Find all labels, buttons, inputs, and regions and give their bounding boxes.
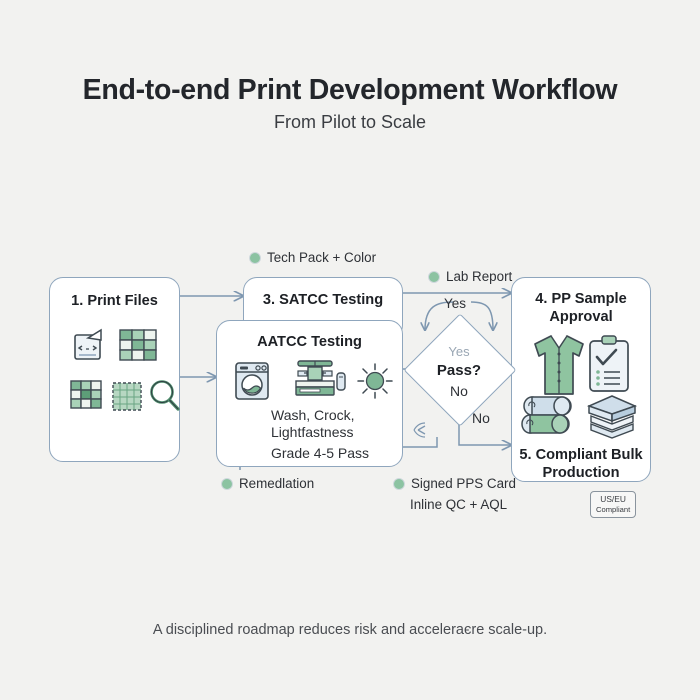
node-pp-sample-approval[interactable]: 4. PP Sample Approval	[511, 277, 651, 482]
decision-pass-inner-no: No	[450, 383, 468, 399]
note-remediation: Remedlation	[221, 476, 314, 491]
fabric-swatch-icon	[112, 382, 142, 411]
aatcc-detail-line-1: Wash, Crock,	[271, 407, 355, 423]
note-inline-qc: Inline QC + AQL	[410, 497, 508, 512]
status-badge-compliance: US/EU Compliant	[590, 491, 637, 518]
note-marker-icon	[221, 477, 233, 490]
note-marker-icon	[428, 270, 440, 283]
crockmeter-icon	[295, 360, 346, 396]
note-signed-pps-card: Signed PPS Card	[393, 476, 516, 491]
fabric-rolls-icon	[521, 396, 572, 434]
node-aatcc-testing[interactable]: AATCC Testing	[216, 320, 403, 467]
node-pp-sample-approval-label-2: Approval	[549, 309, 613, 325]
vector-file-icon	[74, 328, 102, 360]
edge-label-no: No	[472, 410, 490, 426]
note-marker-icon	[393, 477, 405, 490]
node-satcc-testing-label: 3. SATCC Testing	[262, 292, 384, 308]
badge-line-1: US/EU	[600, 494, 626, 504]
footer-caption: A disciplined roadmap reduces risk and a…	[152, 622, 548, 638]
magnifier-icon	[150, 380, 180, 411]
note-signed-pps-card-label: Signed PPS Card	[411, 476, 516, 491]
note-lab-report: Lab Report	[428, 269, 512, 284]
aatcc-detail-line-3: Grade 4-5 Pass	[271, 445, 370, 461]
note-lab-report-label: Lab Report	[446, 269, 513, 284]
washing-machine-icon	[235, 362, 269, 400]
open-box-icon	[586, 395, 638, 439]
node-compliant-bulk-production[interactable]: 5. Compliant Bulk Production	[511, 390, 651, 482]
note-tech-pack-label: Tech Pack + Color	[267, 250, 377, 265]
decision-pass-inner-yes: Yes	[448, 344, 470, 359]
color-grid-icon	[119, 329, 157, 361]
node-print-files-label: 1. Print Files	[71, 293, 158, 309]
decision-pass-label: Pass?	[436, 362, 482, 379]
node-aatcc-testing-label: AATCC Testing	[257, 334, 362, 350]
page-subtitle: From Pilot to Scale	[273, 112, 427, 132]
swatch-grid-icon	[70, 380, 102, 409]
polo-shirt-icon	[534, 335, 584, 395]
node-compliant-bulk-production-label-2: Production	[542, 465, 620, 481]
edge-label-yes: Yes	[444, 296, 467, 311]
note-tech-pack: Tech Pack + Color	[249, 250, 376, 265]
page-title: End-to-end Print Development Workflow	[82, 74, 618, 106]
clipboard-check-icon	[589, 335, 629, 392]
aatcc-detail-line-2: Lightfastness	[271, 424, 354, 440]
note-remediation-label: Remedlation	[239, 476, 315, 491]
node-pp-sample-approval-label-1: 4. PP Sample	[535, 291, 627, 307]
node-print-files[interactable]: 1. Print Files	[49, 277, 180, 462]
note-marker-icon	[249, 251, 261, 264]
sun-lightfastness-icon	[357, 363, 393, 399]
badge-line-2: Compliant	[596, 505, 631, 514]
node-compliant-bulk-production-label-1: 5. Compliant Bulk	[519, 447, 643, 463]
